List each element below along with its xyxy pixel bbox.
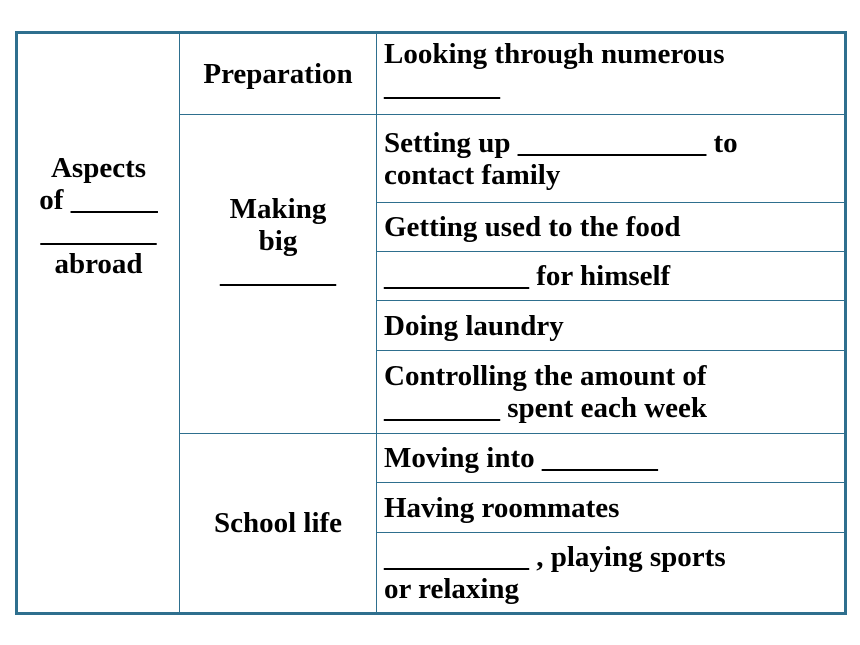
making-big-line-1: Making: [229, 193, 327, 225]
aspects-line-3: ________: [40, 216, 157, 248]
section-preparation: Preparation: [179, 32, 377, 115]
detail-line: ________ spent each week: [384, 392, 708, 424]
detail-school-life-2: Having roommates: [376, 482, 846, 533]
detail-making-big-4: Doing laundry: [376, 300, 846, 351]
table-row: Having roommates: [17, 482, 846, 533]
aspects-cell: Aspects of ______ ________ abroad: [16, 32, 180, 614]
table-row: __________ , playing sports or relaxing: [17, 532, 846, 614]
table-row: __________ for himself: [17, 251, 846, 301]
aspects-line-4: abroad: [54, 248, 143, 280]
making-big-line-3: ________: [220, 257, 336, 289]
detail-line: or relaxing: [384, 572, 520, 605]
aspects-line-1: Aspects: [50, 152, 147, 184]
detail-line: ________: [384, 70, 500, 102]
detail-line: Controlling the amount of: [384, 360, 707, 392]
detail-school-life-1: Moving into ________: [376, 433, 846, 483]
table-row: Aspects of ______ ________ abroad Prepar…: [16, 32, 846, 614]
detail-making-big-3: __________ for himself: [376, 251, 846, 301]
detail-making-big-5: Controlling the amount of ________ spent…: [376, 350, 846, 434]
table-row: Doing laundry: [17, 300, 846, 351]
detail-line: contact family: [384, 158, 561, 191]
detail-making-big-2: Getting used to the food: [376, 202, 846, 252]
section-school-life: School life: [179, 433, 377, 614]
detail-line: __________ , playing sports: [384, 540, 726, 573]
detail-making-big-1: Setting up _____________ to contact fami…: [376, 114, 846, 203]
detail-line: Setting up _____________ to: [384, 126, 738, 159]
detail-line: Looking through numerous: [384, 38, 725, 70]
table-row: Making big ________ Setting up _________…: [17, 114, 846, 434]
making-big-line-2: big: [258, 225, 298, 257]
section-making-big: Making big ________: [179, 114, 377, 434]
detail-school-life-3: __________ , playing sports or relaxing: [376, 532, 846, 614]
table-row: School life Moving into ________: [17, 433, 846, 614]
outline-table: Aspects of ______ ________ abroad Prepar…: [15, 31, 847, 615]
table-row: Controlling the amount of ________ spent…: [17, 350, 846, 434]
detail-preparation-1: Looking through numerous ________: [376, 32, 846, 115]
aspects-line-2: of ______: [39, 184, 158, 216]
